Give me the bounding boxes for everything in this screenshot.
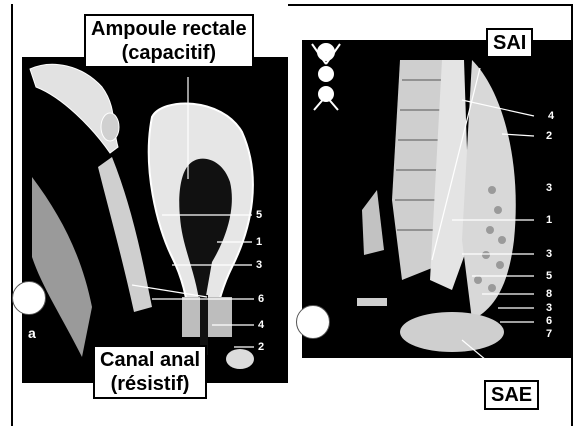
callout-canal-anal-line1: Canal anal [100, 348, 200, 372]
right-number-6: 6 [546, 315, 552, 327]
right-number-1: 1 [546, 214, 552, 226]
panel-letter-a: a [28, 325, 36, 341]
right-number-7: 7 [546, 328, 552, 340]
right-number-3a: 3 [546, 182, 552, 194]
right-anatomy-panel: 4 2 3 1 3 5 8 3 6 7 [302, 40, 572, 358]
left-number-4: 4 [258, 319, 264, 331]
left-anatomy-drawing [22, 57, 288, 383]
frame-left-line [11, 4, 13, 426]
left-number-2: 2 [258, 341, 264, 353]
right-anatomy-drawing [302, 40, 572, 358]
right-number-3c: 3 [546, 302, 552, 314]
callout-ampoule-rectale-line2: (capacitif) [91, 41, 247, 65]
callout-canal-anal: Canal anal (résistif) [93, 345, 207, 399]
callout-ampoule-rectale-line1: Ampoule rectale [91, 17, 247, 41]
callout-ampoule-rectale: Ampoule rectale (capacitif) [84, 14, 254, 68]
left-anatomy-panel: 5 1 3 6 4 2 a [22, 57, 288, 383]
right-number-4: 4 [548, 110, 554, 122]
right-number-8: 8 [546, 288, 552, 300]
frame-top-line [288, 4, 572, 6]
orientation-icon [312, 44, 340, 110]
callout-sae: SAE [484, 380, 539, 410]
left-number-6: 6 [258, 293, 264, 305]
left-marker-disc [12, 281, 46, 315]
right-number-5: 5 [546, 270, 552, 282]
left-number-1: 1 [256, 236, 262, 248]
left-number-3: 3 [256, 259, 262, 271]
callout-sai: SAI [486, 28, 533, 58]
right-number-3b: 3 [546, 248, 552, 260]
right-marker-disc [296, 305, 330, 339]
left-number-5: 5 [256, 209, 262, 221]
callout-canal-anal-line2: (résistif) [100, 372, 200, 396]
right-number-2: 2 [546, 130, 552, 142]
